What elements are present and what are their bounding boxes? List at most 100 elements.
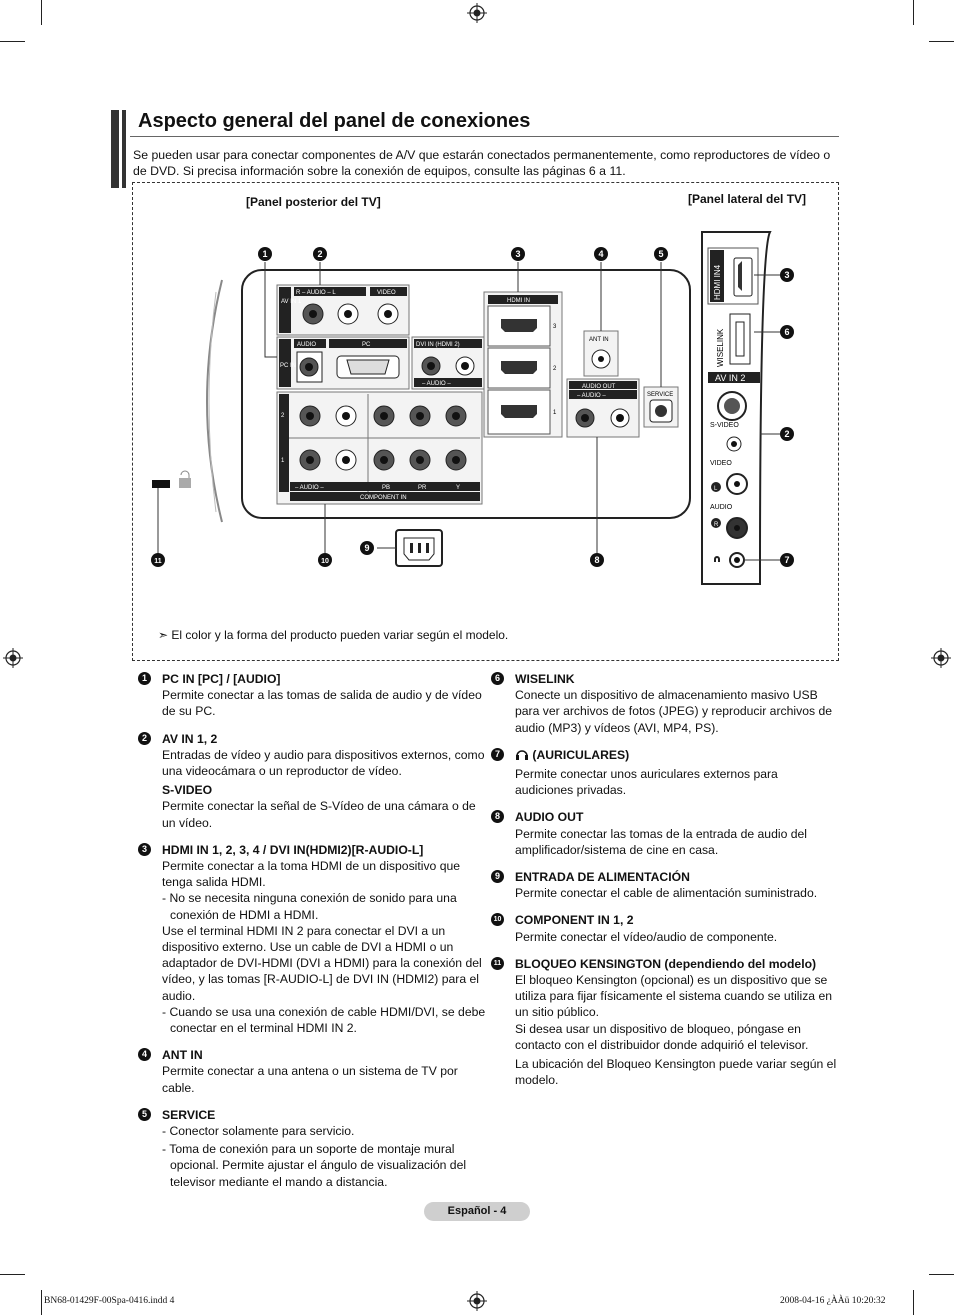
registration-mark-icon (931, 648, 951, 668)
svg-text:AUDIO: AUDIO (710, 504, 733, 511)
svg-text:1: 1 (262, 249, 267, 259)
list-item: 3 HDMI IN 1, 2, 3, 4 / DVI IN(HDMI2)[R-A… (138, 842, 486, 1036)
item-number: 4 (138, 1048, 151, 1062)
svg-text:L: L (714, 486, 718, 492)
rear-panel-label: [Panel posterior del TV] (246, 195, 381, 209)
item-text: El bloqueo Kensington (opcional) es un d… (515, 973, 833, 1020)
item-title: WISELINK (515, 672, 575, 686)
crop-mark (913, 1290, 914, 1315)
connection-diagram (132, 182, 839, 661)
panel-illustration: AV IN 1 R – AUDIO – L VIDEO PC IN AUDIO … (151, 231, 794, 585)
audio-header (294, 287, 366, 296)
item-text: Permite conectar a una antena o un siste… (162, 1064, 458, 1095)
list-item: 7 (AURICULARES) Permite conectar unos au… (491, 747, 839, 799)
crop-mark (0, 1274, 25, 1275)
item-subtitle: S-VIDEO (162, 783, 213, 798)
tv-curve (208, 291, 217, 513)
item-text: Entradas de vídeo y audio para dispositi… (162, 747, 485, 779)
svg-text:HDMI IN: HDMI IN (507, 298, 530, 304)
item-text: Conecte un dispositivo de almacenamiento… (515, 688, 833, 735)
svg-text:8: 8 (594, 555, 599, 565)
item-text: Permite conectar a las tomas de salida d… (162, 688, 482, 719)
video-header (370, 287, 407, 296)
svg-text:SERVICE: SERVICE (647, 392, 673, 398)
svg-text:Y: Y (456, 485, 460, 491)
intro-text: Se pueden usar para conectar componentes… (133, 148, 831, 178)
item-title: (AURICULARES) (515, 747, 839, 763)
item-text: Permite conectar el cable de alimentació… (515, 886, 818, 901)
crop-mark (0, 41, 25, 42)
item-number: 9 (491, 870, 504, 884)
list-item: 11 BLOQUEO KENSINGTON (dependiendo del m… (491, 956, 839, 1089)
title-rule (130, 136, 839, 137)
page-number: Español - 4 (424, 1202, 530, 1221)
svg-text:VIDEO: VIDEO (710, 460, 732, 467)
svg-text:11: 11 (154, 558, 162, 565)
item-text: - No se necesita ninguna conexión de son… (162, 891, 457, 922)
svg-text:VIDEO: VIDEO (377, 290, 396, 296)
diagram-note: ➣ El color y la forma del producto puede… (158, 628, 508, 642)
item-text: Permite conectar la señal de S-Vídeo de … (162, 799, 476, 830)
svg-text:ANT IN: ANT IN (589, 337, 609, 343)
crop-mark (41, 0, 42, 25)
svg-text:1: 1 (281, 458, 285, 464)
svg-text:PC IN: PC IN (280, 363, 296, 369)
svg-text:PB: PB (382, 485, 390, 491)
av-in1-tab (279, 287, 291, 333)
note-text: El color y la forma del producto pueden … (171, 628, 509, 642)
list-item: 1 PC IN [PC] / [AUDIO] Permite conectar … (138, 671, 486, 720)
svg-text:3: 3 (553, 324, 557, 330)
registration-mark-icon (467, 1291, 487, 1311)
item-text: Permite conectar a la toma HDMI de un di… (162, 859, 461, 890)
svg-text:– AUDIO –: – AUDIO – (295, 485, 324, 491)
svg-text:PR: PR (418, 485, 427, 491)
registration-mark-icon (3, 648, 23, 668)
svg-text:2: 2 (553, 366, 557, 372)
left-column: 1 PC IN [PC] / [AUDIO] Permite conectar … (138, 671, 486, 1190)
svg-text:3: 3 (515, 249, 520, 259)
svg-text:AV IN 2: AV IN 2 (715, 373, 745, 383)
item-text: La ubicación del Bloqueo Kensington pued… (515, 1057, 837, 1088)
rear-panel-outline (241, 269, 691, 519)
lock-icon (179, 478, 191, 488)
slug-right: 2008-04-16 ¿ÀÀü 10:20:32 (780, 1296, 886, 1306)
item-title: AV IN 1, 2 (162, 731, 218, 746)
item-number: 8 (491, 810, 504, 824)
item-title: COMPONENT IN 1, 2 (515, 913, 634, 928)
list-item: 4 ANT IN Permite conectar a una antena o… (138, 1047, 486, 1096)
crop-mark (929, 41, 954, 42)
svg-text:10: 10 (321, 558, 329, 565)
svg-text:HDMI IN4: HDMI IN4 (713, 264, 722, 300)
svg-text:AUDIO OUT: AUDIO OUT (582, 384, 616, 390)
list-item: 9 ENTRADA DE ALIMENTACIÓN Permite conect… (491, 869, 839, 901)
svg-text:2: 2 (281, 413, 285, 419)
list-item: 8 AUDIO OUT Permite conectar las tomas d… (491, 809, 839, 858)
page-title: Aspecto general del panel de conexiones (138, 110, 531, 132)
av-in1-label: AV IN 1 (281, 299, 302, 305)
item-number: 6 (491, 672, 504, 685)
registration-mark-icon (467, 3, 487, 23)
item-text: - Cuando se usa una conexión de cable HD… (162, 1004, 486, 1036)
side-panel-label: [Panel lateral del TV] (688, 192, 807, 206)
right-column: 6 WISELINK Conecte un dispositivo de alm… (491, 671, 839, 1088)
headphone-icon (714, 556, 720, 562)
list-item: 6 WISELINK Conecte un dispositivo de alm… (491, 671, 839, 736)
item-title-text: (AURICULARES) (532, 747, 630, 762)
tv-curve (206, 279, 223, 523)
title-bar (111, 110, 126, 188)
item-text: Use el terminal HDMI IN 2 para conectar … (162, 923, 482, 1003)
item-title: SERVICE (162, 1107, 216, 1122)
crop-mark (929, 1274, 954, 1275)
item-title: AUDIO OUT (515, 810, 584, 825)
item-title: ENTRADA DE ALIMENTACIÓN (515, 870, 690, 885)
item-number: 2 (138, 731, 151, 745)
svg-text:S-VIDEO: S-VIDEO (710, 422, 739, 429)
svg-text:WISELINK: WISELINK (716, 328, 725, 367)
svg-text:3: 3 (784, 270, 789, 280)
item-text: Si desea usar un dispositivo de bloqueo,… (515, 1021, 809, 1052)
item-text: - Conector solamente para servicio. (162, 1124, 355, 1139)
headphone-icon (516, 750, 528, 760)
item-text: Permite conectar el vídeo/audio de compo… (515, 929, 778, 944)
svg-text:2: 2 (317, 249, 322, 259)
item-title: HDMI IN 1, 2, 3, 4 / DVI IN(HDMI2)[R-AUD… (162, 842, 424, 857)
